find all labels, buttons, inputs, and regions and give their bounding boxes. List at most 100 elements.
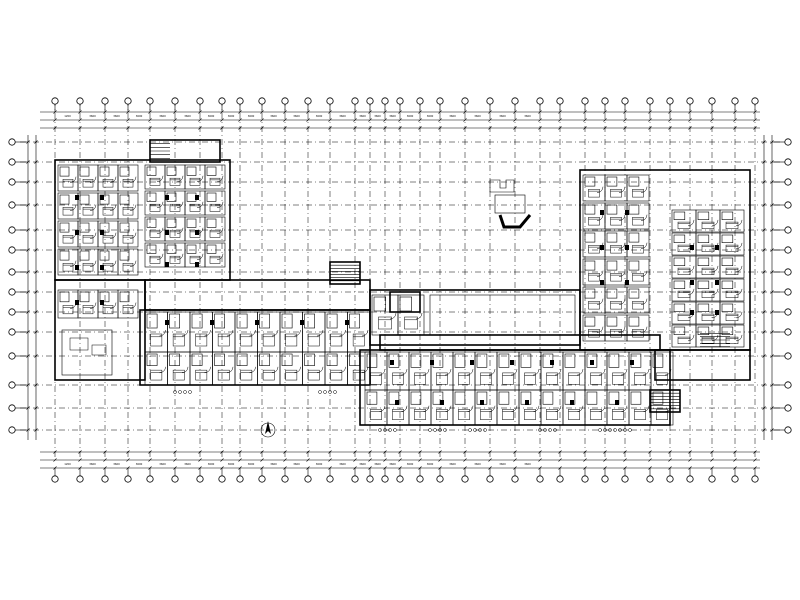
dimension-tick	[623, 458, 627, 462]
bed-icon	[150, 369, 163, 381]
door-swing-icon	[294, 329, 301, 337]
bathroom	[564, 353, 576, 368]
dimension-tick	[762, 330, 766, 334]
door-swing-icon	[316, 329, 324, 337]
bed-icon	[634, 372, 646, 385]
axis-bubble-left	[8, 268, 16, 276]
door-swing-icon	[554, 405, 562, 412]
guest-room	[117, 192, 139, 220]
dimension-tick	[283, 118, 287, 122]
dimension-tick	[762, 270, 766, 274]
dimension-tick	[398, 458, 402, 462]
bathroom	[673, 303, 686, 312]
bathroom	[281, 353, 293, 366]
axis-bubble-bottom	[351, 475, 359, 483]
bed-icon	[262, 369, 275, 381]
door-swing-icon	[89, 260, 97, 267]
bathroom	[349, 313, 360, 329]
bed-icon	[610, 245, 622, 254]
bed-icon	[725, 313, 739, 321]
bathroom	[373, 296, 386, 312]
dimension-tick	[488, 458, 492, 462]
bathroom	[606, 288, 618, 299]
dimension-tick	[173, 450, 177, 454]
door-swing-icon	[109, 302, 117, 309]
bathroom	[628, 260, 640, 271]
dimension-tick	[558, 450, 562, 454]
bathroom	[259, 353, 270, 366]
dimension-text: 3600	[248, 462, 255, 466]
bathroom	[584, 260, 596, 271]
dimension-tick	[328, 126, 332, 130]
bed-icon	[392, 372, 404, 385]
axis-bubble-top	[124, 97, 132, 105]
bathroom	[697, 234, 710, 243]
door-swing-icon	[204, 366, 211, 374]
axis-bubble-right	[784, 381, 792, 389]
bathroom	[99, 222, 110, 233]
dimension-tick	[762, 160, 766, 164]
door-swing-icon	[466, 369, 474, 376]
chair-icon	[618, 428, 622, 432]
wc-fixture-icon	[165, 230, 169, 235]
bed-icon	[480, 409, 492, 420]
axis-bubble-top	[326, 97, 334, 105]
wc-fixture-icon	[100, 300, 104, 305]
bed-icon	[677, 267, 691, 275]
dimension-tick	[603, 118, 607, 122]
bed-icon	[632, 189, 644, 198]
wc-fixture-icon	[470, 360, 474, 365]
bed-icon	[656, 409, 668, 420]
door-swing-icon	[687, 219, 695, 227]
bathroom	[608, 353, 620, 368]
axis-bubble-bottom	[171, 475, 179, 483]
bed-icon	[590, 409, 602, 420]
axis-bubble-left	[8, 352, 16, 360]
axis-bubble-bottom	[581, 475, 589, 483]
bathroom	[191, 313, 203, 329]
bathroom	[628, 176, 640, 187]
bathroom	[59, 222, 70, 233]
axis-bubble-left	[8, 201, 16, 209]
door-swing-icon	[176, 253, 184, 261]
bed-icon	[677, 336, 691, 344]
dimension-tick	[238, 458, 242, 462]
axis-bubble-top	[146, 97, 154, 105]
bathroom	[721, 303, 734, 312]
bathroom	[119, 194, 130, 205]
door-swing-icon	[294, 366, 301, 374]
bathroom	[432, 391, 444, 405]
bathroom	[498, 391, 510, 405]
dimension-tick	[103, 126, 107, 130]
west-wing-upper	[54, 159, 231, 281]
wc-fixture-icon	[390, 360, 394, 365]
guest-room	[626, 314, 650, 342]
dimension-tick	[398, 126, 402, 130]
dimension-tick	[648, 450, 652, 454]
axis-bubble-top	[436, 97, 444, 105]
central-core	[369, 289, 581, 346]
chair-icon	[553, 428, 557, 432]
bed-icon	[82, 235, 94, 244]
dimension-tick	[368, 458, 372, 462]
bed-icon	[378, 316, 392, 330]
guest-room	[626, 258, 650, 286]
door-swing-icon	[735, 242, 743, 250]
bathroom	[721, 280, 734, 289]
door-swing-icon	[618, 214, 626, 221]
door-swing-icon	[735, 219, 743, 227]
wc-fixture-icon	[195, 262, 199, 267]
wc-fixture-icon	[625, 280, 629, 285]
door-swing-icon	[89, 204, 97, 211]
dimension-text: 3600	[407, 462, 414, 466]
door-swing-icon	[378, 405, 386, 412]
bed-icon	[307, 369, 320, 381]
axis-bubble-bottom	[708, 475, 716, 483]
dimension-tick	[103, 118, 107, 122]
axis-bubble-bottom	[146, 475, 154, 483]
wc-fixture-icon	[600, 245, 604, 250]
room-fixtures	[62, 175, 743, 432]
bathroom	[584, 204, 596, 215]
guest-room	[117, 220, 139, 248]
axis-bubble-bottom	[536, 475, 544, 483]
